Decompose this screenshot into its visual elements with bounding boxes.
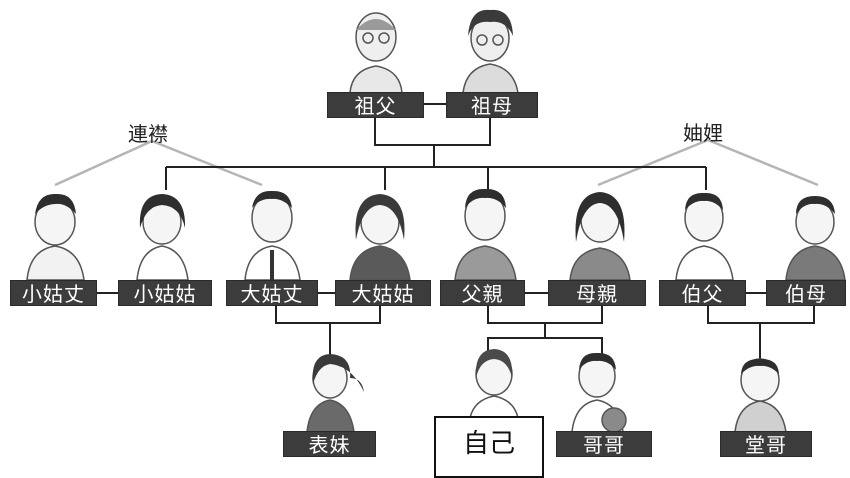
in-law-line-right-2 [707, 138, 819, 187]
relation-lines [54, 138, 819, 187]
label-eldest-aunt: 大姑姑 [335, 280, 431, 306]
label-cousin-brother: 堂哥 [720, 431, 812, 457]
grandfather-figure [349, 12, 403, 94]
connector-lines [97, 103, 815, 362]
father-figure [454, 188, 517, 281]
uncle-figure [675, 192, 734, 281]
youngest-uncle-in-law-figure [26, 193, 85, 281]
label-elder-brother: 哥哥 [556, 431, 652, 457]
eldest-uncle-in-law-figure [244, 190, 301, 281]
aunt-figure [785, 196, 846, 281]
cousin-sister-figure [306, 354, 364, 433]
label-grandfather: 祖父 [327, 92, 424, 118]
label-eldest-uncle-in-law: 大姑丈 [226, 280, 318, 306]
label-youngest-uncle-in-law: 小姑丈 [10, 280, 97, 306]
mother-figure [569, 192, 631, 281]
in-law-line-left-2 [151, 139, 263, 187]
label-mother: 母親 [548, 280, 646, 306]
grandmother-figure [462, 9, 519, 94]
label-self: 自己 [434, 416, 544, 478]
label-cousin-sister: 表妹 [283, 431, 376, 457]
cousin-brother-figure [734, 358, 787, 433]
in-law-line-left-1 [54, 139, 153, 187]
elder-brother-figure [571, 352, 627, 433]
label-father: 父親 [440, 280, 525, 306]
in-law-relation-right: 妯娌 [683, 121, 723, 145]
eldest-aunt-figure [349, 194, 411, 281]
self-figure [469, 349, 519, 419]
youngest-aunt-figure [136, 194, 189, 281]
in-law-relation-left: 連襟 [128, 122, 168, 146]
label-uncle: 伯父 [659, 280, 746, 306]
label-youngest-aunt: 小姑姑 [118, 280, 212, 306]
label-grandmother: 祖母 [446, 92, 538, 118]
label-aunt: 伯母 [766, 280, 846, 306]
in-law-line-right-1 [597, 138, 709, 187]
